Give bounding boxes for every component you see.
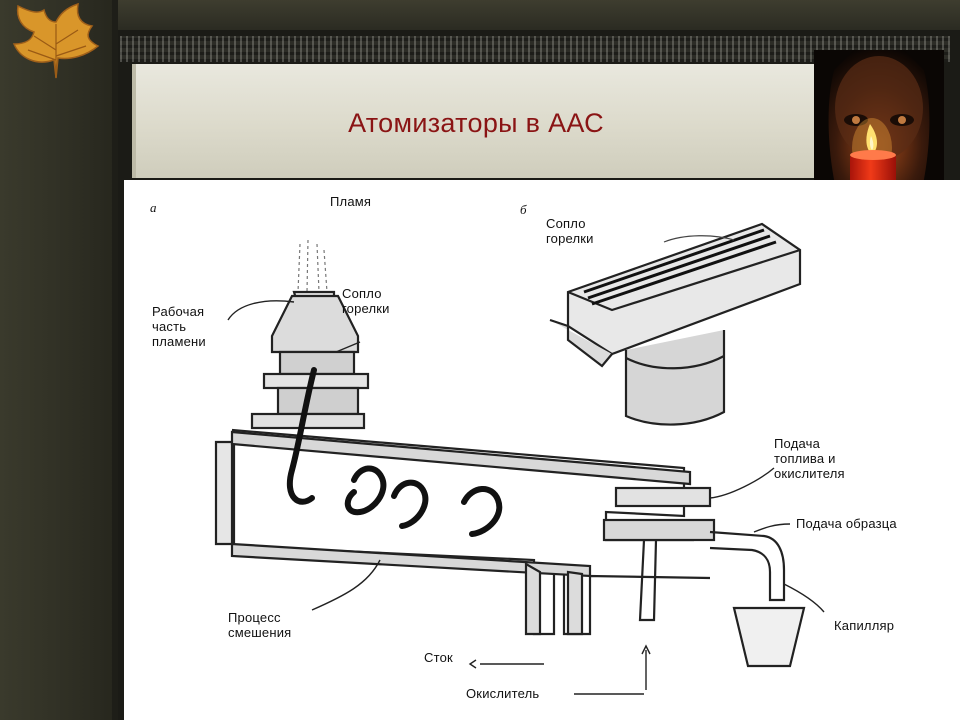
slide-title: Атомизаторы в ААС [348,108,604,138]
atomizer-diagram: а б Пламя Сопло горелки Сопло горелки Ра… [124,180,960,720]
atomizer-drawing [214,222,825,695]
label-capillary: Капилляр [834,618,895,633]
label-burner-nozzle-a: Сопло горелки [342,286,390,316]
label-flame: Пламя [330,194,372,209]
left-decorative-bar [0,0,118,720]
label-mixing-process: Процесс смешения [228,610,292,640]
label-sample-supply: Подача образца [796,516,897,531]
label-drain: Сток [424,650,453,665]
title-band: Атомизаторы в ААС [132,64,816,178]
label-oxidizer: Окислитель [466,686,540,701]
label-burner-nozzle-b: Сопло горелки [546,216,594,246]
label-fuel-oxidizer-supply: Подача топлива и окислителя [774,436,845,481]
panel-a-letter: а [150,200,157,215]
autumn-leaf-icon [12,2,100,79]
label-working-zone: Рабочая часть пламени [152,304,206,349]
top-band [0,0,960,30]
stitched-border [120,36,950,62]
panel-b-letter: б [520,202,527,217]
